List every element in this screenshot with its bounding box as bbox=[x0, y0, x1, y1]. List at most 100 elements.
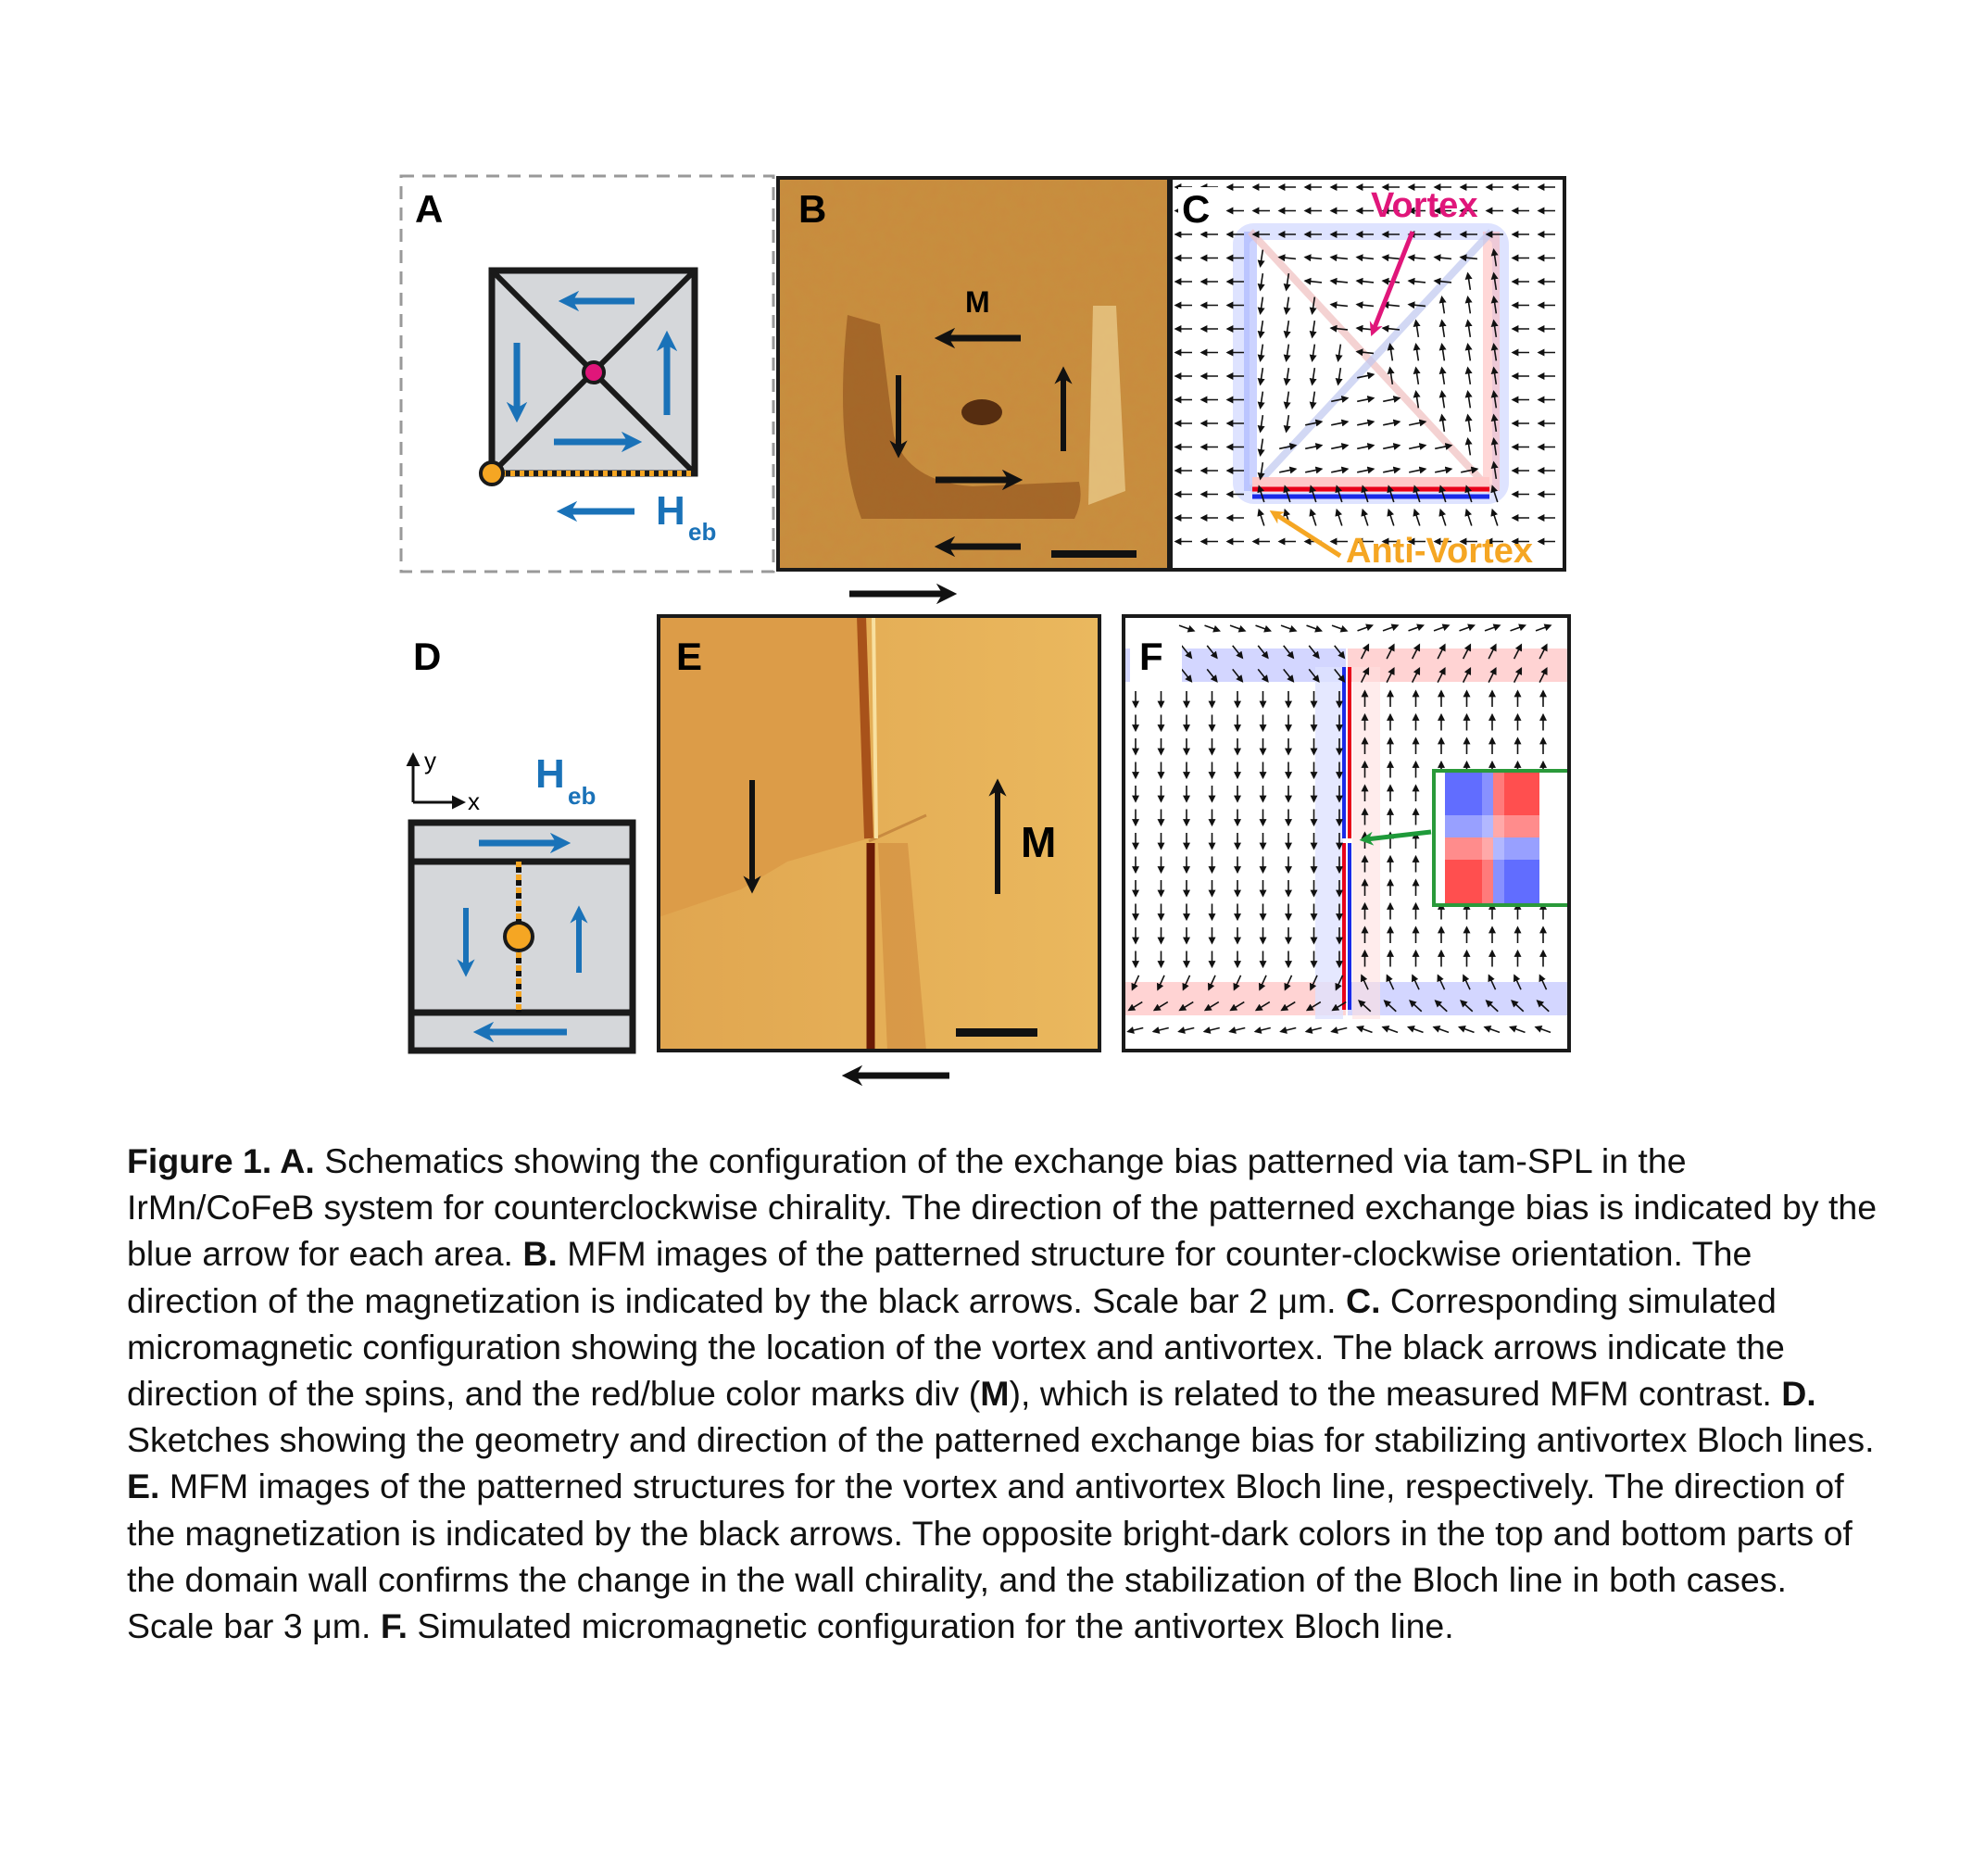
magnetization-label: M bbox=[965, 285, 990, 319]
heb-label: H bbox=[535, 751, 565, 797]
spin-arrow-icon bbox=[1277, 254, 1297, 262]
spin-arrow-icon bbox=[1304, 1026, 1322, 1034]
spin-arrow-icon bbox=[1413, 366, 1421, 385]
spin-arrow-icon bbox=[1257, 249, 1265, 268]
caption-bold-segment: C. bbox=[1346, 1280, 1381, 1320]
spin-arrow-icon bbox=[1407, 301, 1426, 309]
figure-1: A H eb B M bbox=[399, 174, 1571, 1087]
panel-d: D y x H eb bbox=[406, 635, 636, 1054]
spin-arrow-icon bbox=[1539, 974, 1548, 990]
inset-zoom bbox=[1432, 769, 1571, 907]
spin-arrow-icon bbox=[1361, 508, 1369, 526]
spin-arrow-icon bbox=[1257, 344, 1265, 362]
spin-arrow-icon bbox=[1279, 1026, 1297, 1034]
spin-arrow-icon bbox=[1329, 254, 1349, 262]
heb-label: H bbox=[656, 488, 685, 534]
spin-arrow-icon bbox=[1283, 414, 1291, 434]
spin-arrow-icon bbox=[1331, 443, 1350, 450]
spin-arrow-icon bbox=[1360, 974, 1369, 990]
spin-arrow-icon bbox=[1435, 443, 1453, 450]
spin-arrow-icon bbox=[1257, 438, 1265, 457]
spin-arrow-icon bbox=[1485, 1000, 1499, 1013]
spin-arrow-icon bbox=[1438, 390, 1447, 409]
spin-arrow-icon bbox=[1309, 975, 1318, 991]
spin-arrow-icon bbox=[1283, 367, 1291, 386]
spin-arrow-icon bbox=[1411, 974, 1420, 990]
magnetization-label: M bbox=[1021, 818, 1056, 866]
spin-arrow-icon bbox=[1233, 975, 1242, 991]
spin-arrow-icon bbox=[1232, 645, 1244, 660]
spin-arrow-icon bbox=[1357, 371, 1375, 380]
heb-subscript: eb bbox=[568, 782, 596, 810]
caption-text-segment: Schematics showing the configuration of … bbox=[127, 1141, 1878, 1274]
spin-arrow-icon bbox=[1536, 1000, 1550, 1013]
caption-bold-segment: D. bbox=[1781, 1374, 1816, 1414]
spin-arrow-icon bbox=[1409, 443, 1427, 450]
spin-arrow-icon bbox=[1510, 623, 1526, 632]
spin-arrow-icon bbox=[1462, 666, 1472, 683]
spin-arrow-icon bbox=[1305, 466, 1324, 474]
spin-arrow-icon bbox=[1437, 666, 1446, 683]
spin-arrow-icon bbox=[1257, 668, 1269, 683]
spin-arrow-icon bbox=[1413, 343, 1421, 361]
spin-arrow-icon bbox=[1156, 975, 1165, 991]
panel-c-label: C bbox=[1182, 187, 1210, 231]
spin-arrow-icon bbox=[1381, 1026, 1399, 1034]
spin-arrow-icon bbox=[1303, 254, 1323, 262]
spin-arrow-icon bbox=[1283, 485, 1291, 503]
spin-arrow-icon bbox=[1413, 319, 1421, 338]
panel-f: F bbox=[1122, 614, 1571, 1052]
spin-arrow-icon bbox=[1406, 1026, 1424, 1034]
spin-arrow-icon bbox=[1309, 485, 1317, 503]
spin-arrow-icon bbox=[1309, 320, 1317, 339]
vortex-dot bbox=[582, 360, 606, 384]
spin-arrow-icon bbox=[1257, 461, 1265, 481]
spin-arrow-icon bbox=[1329, 324, 1349, 333]
spin-arrow-icon bbox=[1257, 414, 1265, 434]
spin-arrow-icon bbox=[1387, 508, 1395, 526]
spin-arrow-icon bbox=[1255, 624, 1272, 633]
spin-arrow-icon bbox=[1437, 974, 1446, 990]
spin-arrow-icon bbox=[1490, 366, 1499, 385]
spin-arrow-icon bbox=[1257, 508, 1265, 526]
spin-arrow-icon bbox=[1228, 1026, 1246, 1034]
spin-arrow-icon bbox=[1151, 1026, 1169, 1034]
spin-arrow-icon bbox=[1357, 443, 1375, 450]
spin-arrow-icon bbox=[1438, 296, 1447, 314]
spin-arrow-icon bbox=[1437, 643, 1446, 660]
spin-arrow-icon bbox=[1181, 668, 1193, 683]
spin-arrow-icon bbox=[1490, 460, 1499, 480]
green-pointer-arrow bbox=[1359, 829, 1432, 846]
spin-arrow-icon bbox=[1355, 1026, 1373, 1034]
spin-arrow-icon bbox=[1488, 666, 1497, 683]
spin-arrow-icon bbox=[1257, 645, 1269, 660]
spin-arrow-icon bbox=[1490, 413, 1499, 433]
spin-arrow-icon bbox=[1438, 343, 1447, 361]
spin-arrow-icon bbox=[1331, 466, 1350, 474]
spin-arrow-icon bbox=[1303, 277, 1323, 285]
spin-arrow-icon bbox=[1257, 296, 1265, 315]
spin-arrow-icon bbox=[1284, 975, 1293, 991]
spin-arrow-icon bbox=[1309, 344, 1317, 362]
spin-arrow-icon bbox=[1152, 1001, 1169, 1012]
spin-arrow-icon bbox=[1459, 623, 1476, 632]
spin-arrow-icon bbox=[1459, 254, 1478, 262]
spin-arrow-icon bbox=[1335, 485, 1343, 503]
spin-arrow-icon bbox=[1408, 623, 1425, 632]
spin-arrow-icon bbox=[1461, 466, 1479, 474]
spin-arrow-icon bbox=[1490, 437, 1499, 456]
spin-arrow-icon bbox=[1438, 413, 1447, 433]
caption-bold-segment: E. bbox=[127, 1467, 160, 1506]
spin-arrow-icon bbox=[1490, 271, 1499, 291]
spin-arrow-icon bbox=[1438, 366, 1447, 385]
spin-arrow-icon bbox=[1464, 485, 1473, 503]
caption-text-segment: Sketches showing the geometry and direct… bbox=[127, 1420, 1875, 1460]
spin-arrow-icon bbox=[1206, 668, 1218, 683]
spin-arrow-icon bbox=[1411, 666, 1421, 683]
spin-arrow-icon bbox=[1331, 1001, 1347, 1012]
spin-arrow-icon bbox=[1257, 485, 1265, 503]
spin-arrow-icon bbox=[1413, 485, 1421, 503]
caption-text-segment: Simulated micromagnetic configuration fo… bbox=[407, 1606, 1454, 1646]
spin-arrow-icon bbox=[1355, 277, 1375, 285]
figure-caption: Figure 1. A. Schematics showing the conf… bbox=[127, 1138, 1878, 1649]
